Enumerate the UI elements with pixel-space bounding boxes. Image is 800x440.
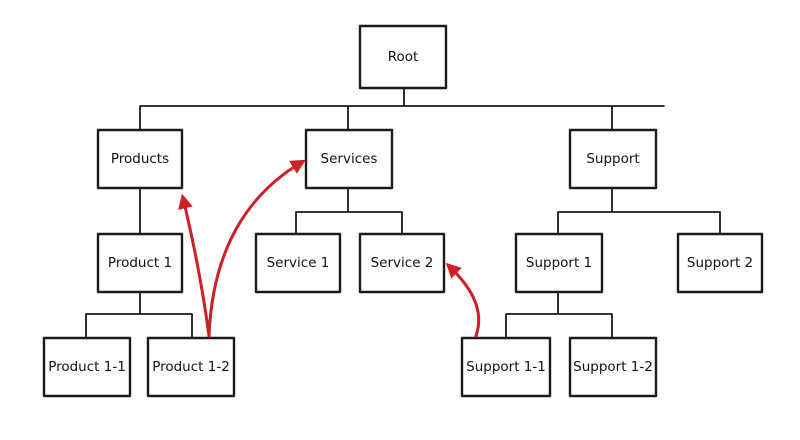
arrow-product-1-2-to-services xyxy=(207,159,306,338)
node-label: Service 2 xyxy=(371,255,434,271)
node-box xyxy=(676,232,764,294)
node-support-1[interactable]: Support 1 xyxy=(514,232,604,294)
node-label: Product 1-1 xyxy=(48,359,126,375)
node-label: Service 1 xyxy=(267,255,330,271)
node-label: Support 2 xyxy=(687,255,753,271)
node-label: Product 1 xyxy=(108,255,172,271)
node-root[interactable]: Root xyxy=(358,24,448,90)
node-product-1-1[interactable]: Product 1-1 xyxy=(42,336,132,398)
node-box xyxy=(358,24,448,90)
connector-services-children xyxy=(295,187,403,235)
node-box xyxy=(96,232,184,294)
connector-root-level1 xyxy=(139,87,665,131)
node-label: Root xyxy=(388,49,419,65)
node-box xyxy=(460,336,552,398)
node-label: Services xyxy=(321,151,378,167)
node-box xyxy=(42,336,132,398)
node-box xyxy=(568,128,658,190)
hierarchy-connectors xyxy=(85,87,721,339)
node-label: Support 1-1 xyxy=(466,359,546,375)
node-label: Support 1-2 xyxy=(573,359,653,375)
node-product-1[interactable]: Product 1 xyxy=(96,232,184,294)
node-label: Products xyxy=(111,151,169,167)
node-products[interactable]: Products xyxy=(96,128,184,190)
node-service-2[interactable]: Service 2 xyxy=(358,232,446,294)
node-services[interactable]: Services xyxy=(304,128,394,190)
node-support-2[interactable]: Support 2 xyxy=(676,232,764,294)
cross-link-arrows xyxy=(178,159,481,338)
node-box xyxy=(146,336,236,398)
connector-support-children xyxy=(557,187,721,235)
node-box xyxy=(96,128,184,190)
node-box xyxy=(568,336,658,398)
node-support-1-2[interactable]: Support 1-2 xyxy=(568,336,658,398)
node-box xyxy=(304,128,394,190)
node-box xyxy=(514,232,604,294)
node-label: Support 1 xyxy=(526,255,592,271)
connector-support1-children xyxy=(505,291,613,339)
node-support-1-1[interactable]: Support 1-1 xyxy=(460,336,552,398)
connector-product1-children xyxy=(85,291,193,339)
node-service-1[interactable]: Service 1 xyxy=(254,232,342,294)
node-box xyxy=(254,232,342,294)
node-label: Product 1-2 xyxy=(152,359,230,375)
node-label: Support xyxy=(586,151,639,167)
arrow-support-1-1-to-service-2 xyxy=(445,262,481,338)
arrow-product-1-2-to-products xyxy=(178,193,211,338)
node-support[interactable]: Support xyxy=(568,128,658,190)
node-box xyxy=(358,232,446,294)
node-product-1-2[interactable]: Product 1-2 xyxy=(146,336,236,398)
